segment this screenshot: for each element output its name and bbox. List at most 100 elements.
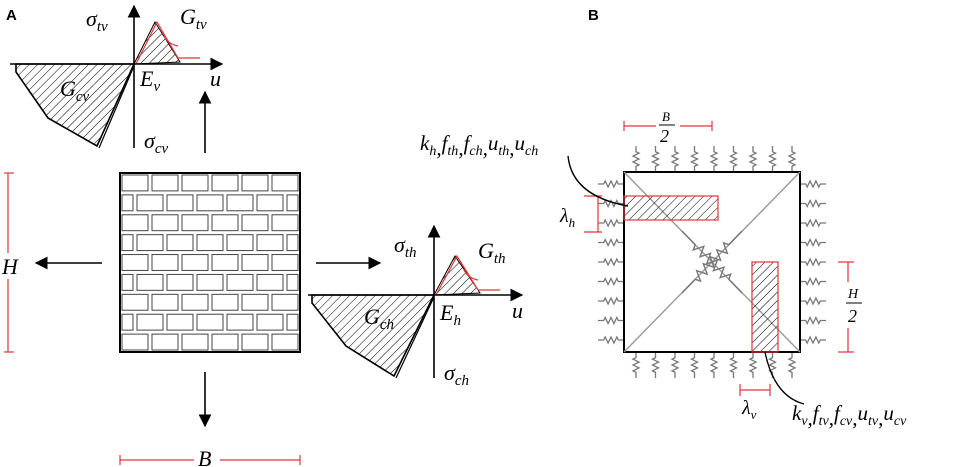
brick — [256, 234, 284, 252]
brick — [226, 273, 254, 291]
brick — [211, 214, 239, 232]
param-subscript: th — [498, 144, 509, 159]
spring-top — [670, 146, 680, 172]
brick — [271, 174, 299, 192]
horizontal-parameters-label: kh,fth,fch,uth,uch — [420, 131, 538, 160]
brick — [181, 214, 209, 232]
spring-top — [729, 146, 738, 172]
vertical-strip — [751, 261, 779, 353]
brick — [181, 293, 209, 311]
width-label: B — [198, 446, 211, 467]
param-symbol: u — [883, 401, 894, 425]
spring-top — [690, 146, 699, 172]
brick — [226, 313, 254, 331]
sigma-ch-label: σch — [444, 360, 469, 389]
brick — [166, 313, 194, 331]
brick — [151, 214, 179, 232]
compression-shadow-vertical — [98, 65, 135, 149]
brick — [196, 194, 224, 212]
spring-left — [598, 257, 624, 267]
lambda-v-label: λv — [741, 397, 757, 422]
param-subscript: ch — [469, 144, 482, 159]
brick — [121, 194, 134, 212]
brick — [286, 273, 299, 291]
param-symbol: k — [420, 131, 430, 155]
brick — [241, 214, 269, 232]
param-separator: , — [509, 136, 514, 160]
g-cv-label: Gcv — [60, 76, 90, 105]
panel-label-a: A — [6, 7, 17, 24]
spring-bottom — [787, 352, 797, 378]
spring-bottom — [748, 352, 758, 378]
horizontal-strip — [623, 195, 719, 221]
g-tv-label: Gtv — [180, 4, 207, 33]
param-subscript: tv — [819, 414, 830, 429]
g-th-label: Gth — [478, 238, 506, 267]
sigma-th-label: σth — [394, 232, 417, 261]
g-th-leader — [463, 269, 479, 281]
brick — [136, 273, 164, 291]
brick — [181, 333, 209, 351]
spring-left — [598, 296, 624, 306]
brick — [121, 273, 134, 291]
spring-left — [598, 316, 624, 325]
horizontal-parameters-leader — [567, 155, 629, 207]
brick — [151, 293, 179, 311]
brick — [211, 174, 239, 192]
spring-bottom — [651, 352, 660, 378]
width-dimension: B — [119, 446, 301, 467]
brick — [121, 254, 149, 271]
springs — [598, 146, 826, 378]
spring-bottom — [709, 352, 719, 378]
spring-top — [748, 146, 758, 172]
param-separator: , — [852, 406, 857, 430]
param-separator: , — [458, 136, 463, 160]
macro-element-frame — [623, 171, 801, 353]
spring-top — [651, 146, 660, 172]
brick — [151, 254, 179, 271]
param-subscript: cv — [894, 414, 907, 429]
spring-top — [709, 146, 719, 172]
brick — [121, 174, 149, 192]
param-symbol: f — [813, 401, 822, 425]
brick — [286, 313, 299, 331]
spring-right — [800, 199, 826, 208]
brick — [181, 174, 209, 192]
spring-right — [800, 218, 826, 228]
half-height-dimension: H 2 — [838, 261, 864, 353]
brick — [271, 293, 299, 311]
diagonal-springs — [681, 230, 743, 294]
param-separator: , — [483, 136, 488, 160]
brick — [241, 293, 269, 311]
half-height-denominator: 2 — [848, 306, 857, 326]
brick — [136, 234, 164, 252]
brick — [211, 293, 239, 311]
param-subscript: h — [429, 144, 436, 159]
param-subscript: tv — [868, 414, 879, 429]
vertical-constitutive-curve: σtv Gtv Gcv Ev u σcv — [10, 4, 224, 157]
brick — [136, 313, 164, 331]
brick — [226, 194, 254, 212]
brick — [121, 214, 149, 232]
spring-top — [768, 146, 777, 172]
lambda-h-dimension: λh — [559, 195, 602, 233]
spring-right — [800, 238, 826, 247]
spring-left — [598, 179, 624, 189]
spring-left — [598, 238, 624, 247]
spring-right — [800, 335, 826, 345]
brick — [286, 234, 299, 252]
spring-right — [800, 257, 826, 267]
brick — [271, 333, 299, 351]
spring-right — [800, 296, 826, 306]
param-separator: , — [808, 406, 813, 430]
spring-bottom — [690, 352, 699, 378]
horizontal-constitutive-curve: σth Gth Gch Eh u σch — [308, 224, 524, 389]
panel-label-b: B — [588, 7, 599, 24]
e-v-label: Ev — [139, 66, 160, 95]
spring-right — [800, 316, 826, 325]
spring-right — [800, 277, 826, 286]
e-h-label: Eh — [439, 300, 461, 329]
spring-left — [598, 335, 624, 345]
brick — [121, 313, 134, 331]
